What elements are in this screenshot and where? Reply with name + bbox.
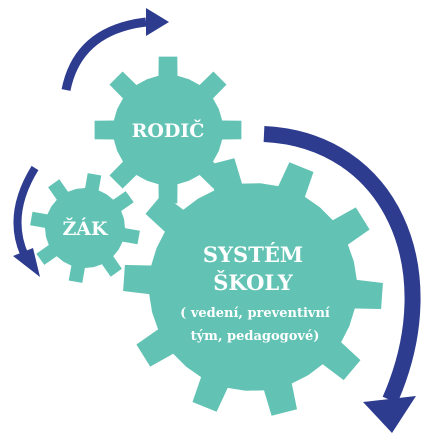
curved-arrow-down-right-icon	[13, 165, 40, 277]
gear-school-shape	[123, 158, 383, 416]
gear-school-subtitle-line2: tým, pedagogové)	[191, 329, 320, 344]
gear-pupil-label: ŽÁK	[62, 217, 109, 240]
curved-arrow-down-icon	[263, 126, 421, 433]
gear-school-title-line1: SYSTÉM	[203, 242, 303, 267]
gear-parent-label: RODIČ	[132, 119, 205, 142]
curved-arrow-up-right-icon	[61, 8, 169, 91]
gear-pupil-shape	[30, 173, 140, 283]
gear-school-title-line2: ŠKOLY	[213, 270, 294, 295]
gear-parent: RODIČ	[94, 56, 242, 204]
gear-pupil: ŽÁK	[30, 173, 140, 283]
gear-school-subtitle-line1: ( vedení, preventivní	[180, 306, 330, 321]
gear-school: SYSTÉM ŠKOLY ( vedení, preventivní tým, …	[123, 158, 383, 416]
gear-parent-shape	[94, 56, 242, 204]
